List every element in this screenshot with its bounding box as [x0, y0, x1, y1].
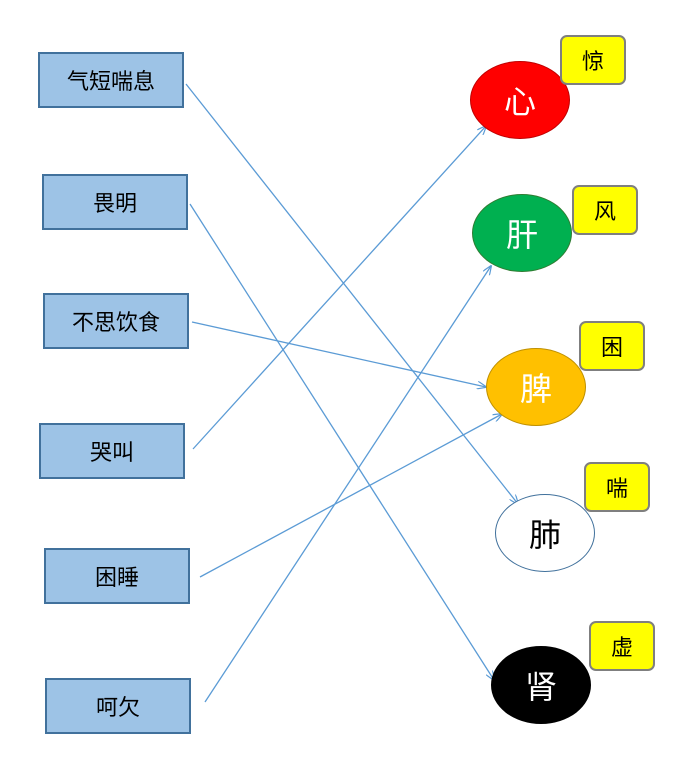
organ-tag-kun: 困 [579, 321, 645, 371]
organ-tag-jing: 惊 [560, 35, 626, 85]
tag-label: 困 [600, 336, 623, 361]
symptom-label: 畏明 [92, 192, 137, 217]
symptom-box-weiming: 畏明 [42, 174, 188, 230]
connection-haqian-to-gan [204, 266, 491, 703]
symptom-label: 困睡 [94, 566, 139, 591]
connection-busi-to-pi [191, 321, 486, 387]
organ-tag-xu: 虚 [589, 621, 655, 671]
organ-label: 脾 [519, 370, 552, 408]
organ-label: 肺 [528, 516, 561, 554]
connection-kujiao-to-xin [192, 126, 486, 450]
organ-tag-feng: 风 [572, 185, 638, 235]
organ-node-pi: 脾 [486, 348, 586, 426]
tag-label: 虚 [610, 636, 633, 661]
symptom-box-kujiao: 哭叫 [39, 423, 185, 479]
symptom-box-kunshui: 困睡 [44, 548, 190, 604]
connection-kunshui-to-pi [199, 414, 502, 578]
organ-tag-chuan: 喘 [584, 462, 650, 512]
organ-node-shen: 肾 [491, 646, 591, 724]
tag-label: 惊 [581, 50, 604, 75]
symptom-label: 哭叫 [89, 441, 134, 466]
organ-node-fei: 肺 [495, 494, 595, 572]
connection-qiduan-to-fei [185, 83, 518, 504]
symptom-box-busi-yinshi: 不思饮食 [43, 293, 189, 349]
organ-label: 心 [503, 83, 536, 121]
organ-node-xin: 心 [470, 61, 570, 139]
tag-label: 喘 [605, 477, 628, 502]
organ-node-gan: 肝 [472, 194, 572, 272]
symptom-label: 不思饮食 [71, 311, 160, 336]
symptom-label: 呵欠 [95, 696, 140, 721]
tag-label: 风 [593, 200, 616, 225]
connection-weiming-to-shen [189, 203, 494, 680]
symptom-box-haqian: 呵欠 [45, 678, 191, 734]
organ-label: 肝 [505, 216, 538, 254]
symptom-box-qiduan-chuanxi: 气短喘息 [38, 52, 184, 108]
symptom-label: 气短喘息 [66, 70, 155, 95]
organ-label: 肾 [524, 668, 557, 706]
